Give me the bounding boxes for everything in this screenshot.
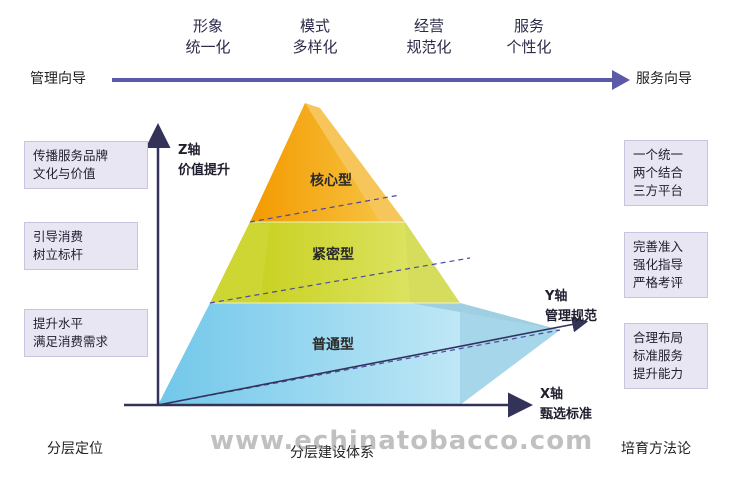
right-callout-unify: 一个统一 两个结合 三方平台 — [624, 140, 708, 206]
z-axis-label: Z轴 价值提升 — [178, 143, 231, 178]
tier-label-tight: 紧密型 — [312, 247, 354, 263]
header-service-personalization: 服务 个性化 — [506, 17, 552, 56]
header-operation-standardization: 经营 规范化 — [406, 17, 452, 56]
tier-label-core: 核心型 — [310, 173, 352, 189]
header-mode-diversification: 模式 多样化 — [292, 17, 338, 56]
tier-label-normal: 普通型 — [312, 337, 354, 353]
footer-right-label: 培育方法论 — [621, 441, 691, 457]
right-callout-access: 完善准入 强化指导 严格考评 — [624, 232, 708, 298]
left-callout-brand: 传播服务品牌 文化与价值 — [24, 141, 148, 189]
y-axis — [157, 316, 589, 406]
service-orientation-label: 服务向导 — [636, 71, 692, 87]
orientation-arrow — [112, 70, 630, 90]
dashed-line-core — [249, 194, 401, 223]
right-callout-layout: 合理布局 标准服务 提升能力 — [624, 323, 708, 389]
left-callout-guide: 引导消费 树立标杆 — [24, 222, 138, 270]
tier-core-shape — [250, 103, 405, 222]
y-axis-label: Y轴 管理规范 — [545, 289, 598, 324]
dashed-line-tight — [209, 257, 471, 304]
x-axis-label: X轴 甄选标准 — [540, 387, 593, 422]
tier-tight-shape — [210, 222, 460, 303]
left-callout-improve: 提升水平 满足消费需求 — [24, 309, 148, 357]
header-image-unification: 形象 统一化 — [185, 17, 231, 56]
tier-normal-shape — [158, 303, 560, 405]
management-orientation-label: 管理向导 — [30, 71, 86, 87]
footer-center-label: 分层建设体系 — [290, 445, 374, 461]
watermark-text: www.echinatobacco.com — [210, 426, 594, 456]
footer-left-label: 分层定位 — [47, 441, 103, 457]
